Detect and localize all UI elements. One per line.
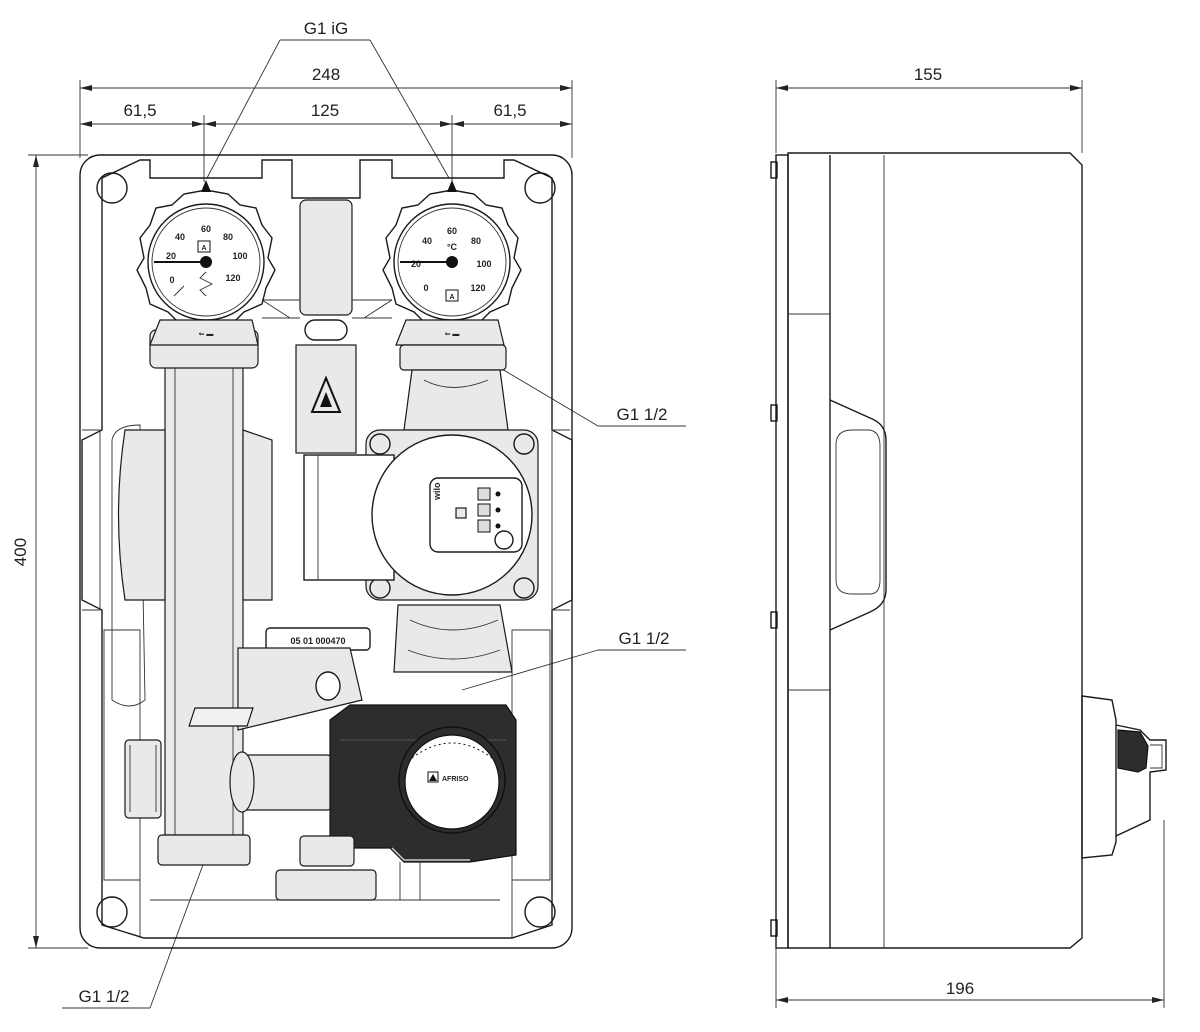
brace-afriso-logo-icon (310, 375, 342, 413)
actuator-logo-icon (427, 771, 439, 783)
center-brace (261, 199, 393, 454)
right-scale-100: 100 (476, 259, 491, 269)
serial-plate: 05 01 000470 (265, 627, 371, 651)
left-scale-80: 80 (223, 232, 233, 242)
left-scale-120: 120 (225, 273, 240, 283)
dim-height: 400 (11, 538, 30, 566)
right-thermometer: 0 20 40 60 80 100 120 °C A ⇐ ▬ (382, 180, 522, 346)
dim-center-distance: 125 (311, 101, 339, 120)
left-scale-60: 60 (201, 224, 211, 234)
right-scale-80: 80 (471, 236, 481, 246)
callout-valve-connection: G1 1/2 (618, 629, 669, 648)
right-brand-mark: A (449, 294, 454, 301)
side-view-dimensions: 155 196 (775, 65, 1165, 1008)
svg-text:⇐ ▬: ⇐ ▬ (445, 331, 460, 338)
callouts: G1 iG G1 1/2 G1 1/2 G1 1/2 (62, 19, 686, 1009)
side-view-housing (770, 152, 1167, 949)
left-brand-mark: A (201, 245, 206, 252)
dim-side-depth: 155 (914, 65, 942, 84)
actuator-brand: AFRISO (442, 776, 469, 783)
pump-brand: wilo (432, 482, 442, 501)
callout-bottom-connection: G1 1/2 (78, 987, 129, 1006)
right-riser (399, 344, 509, 431)
pump-lower-fitting (393, 604, 513, 673)
right-unit-label: °C (447, 242, 458, 252)
right-scale-60: 60 (447, 226, 457, 236)
right-scale-40: 40 (422, 236, 432, 246)
dim-total-width: 248 (312, 65, 340, 84)
right-scale-0: 0 (423, 283, 428, 293)
left-scale-0: 0 (169, 275, 174, 285)
left-scale-40: 40 (175, 232, 185, 242)
mixing-valve-body (229, 647, 363, 813)
left-scale-100: 100 (232, 251, 247, 261)
circulation-pump: wilo (303, 429, 539, 601)
right-scale-20: 20 (411, 259, 421, 269)
front-dimensions: 248 61,5 125 61,5 400 (11, 65, 573, 949)
callout-pump-connection: G1 1/2 (616, 405, 667, 424)
dim-right-offset: 61,5 (493, 101, 526, 120)
svg-text:⇐ ▬: ⇐ ▬ (199, 331, 214, 338)
serial-number: 05 01 000470 (290, 636, 345, 646)
insulation-shell (79, 154, 573, 949)
callout-top-thread: G1 iG (304, 19, 348, 38)
dim-left-offset: 61,5 (123, 101, 156, 120)
bottom-fittings (275, 835, 421, 901)
right-scale-120: 120 (470, 283, 485, 293)
dim-side-total-depth: 196 (946, 979, 974, 998)
left-thermometer: 0 20 40 60 80 100 120 A ⇐ ▬ (136, 180, 276, 346)
left-riser-pipe (117, 329, 273, 866)
left-scale-20: 20 (166, 251, 176, 261)
